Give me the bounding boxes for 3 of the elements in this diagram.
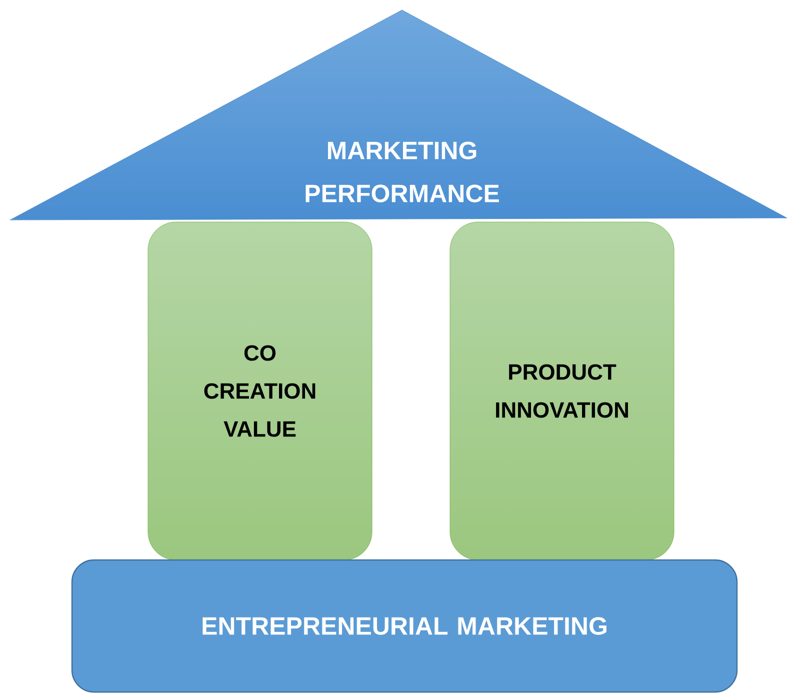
pillar-box: PRODUCT INNOVATION	[450, 222, 674, 560]
pillar-box: CO CREATION VALUE	[148, 222, 372, 560]
base-box: ENTREPRENEURIAL MARKETING	[71, 559, 738, 693]
